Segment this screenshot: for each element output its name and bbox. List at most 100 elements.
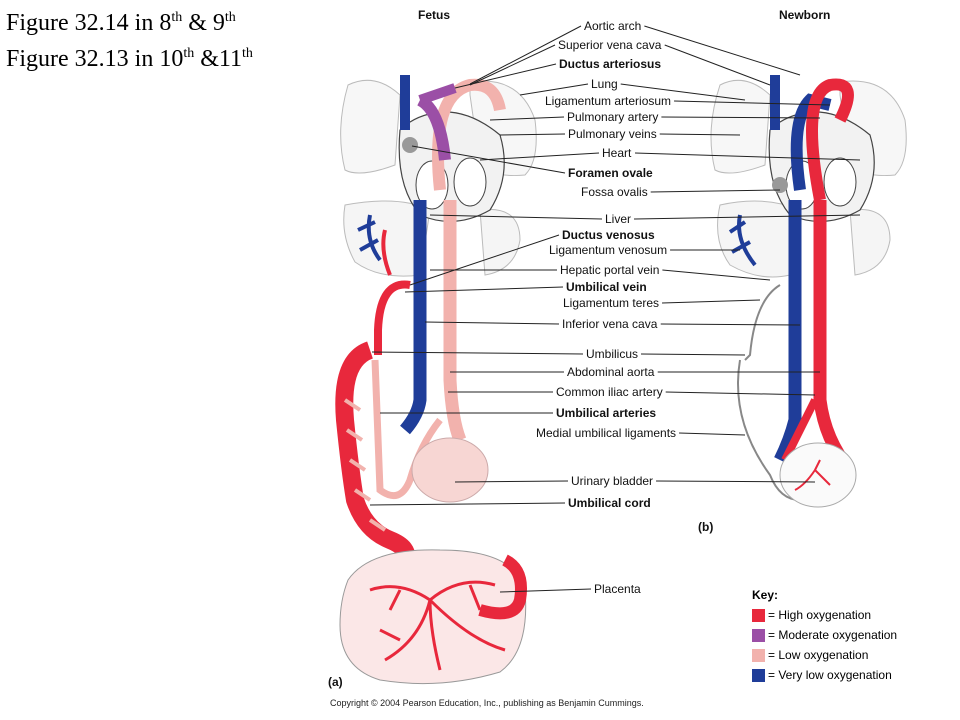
structure-labels: Aortic arch Superior vena cava Ductus ar…	[536, 19, 676, 596]
newborn-fossa-ovalis	[772, 177, 788, 193]
leader-line-newborn	[660, 323, 801, 326]
fetus-left-lung	[340, 79, 401, 174]
leader-line-fetus	[489, 116, 565, 121]
leader-line-fetus	[404, 286, 564, 293]
newborn-ivc	[774, 200, 802, 463]
label-inferior-vena-cava: Inferior vena cava	[562, 317, 658, 331]
leader-line-newborn	[656, 480, 816, 483]
placenta-cord-loop	[478, 554, 527, 620]
panel-label-b: (b)	[698, 520, 713, 534]
caption-line-2: Figure 32.13 in 10th &11th	[6, 46, 253, 73]
leader-line-newborn	[674, 100, 831, 106]
fetus-liver-right	[479, 208, 521, 276]
key-swatch-low	[752, 648, 765, 662]
newborn-descending-aorta	[813, 200, 856, 475]
newborn-medial-ligaments	[737, 359, 801, 501]
newborn-bladder	[779, 442, 857, 508]
label-medial-umbilical-ligaments: Medial umbilical ligaments	[536, 426, 676, 440]
newborn-left-lung	[710, 79, 771, 174]
key-label-moderate: = Moderate oxygenation	[768, 628, 898, 642]
fetus-ductus-arteriosus	[418, 83, 457, 105]
key-item: = High oxygenation	[752, 605, 897, 625]
key-title: Key:	[752, 588, 779, 602]
leader-line-fetus	[499, 133, 566, 136]
label-foramen-ovale: Foramen ovale	[568, 166, 653, 180]
fetus-bladder	[411, 437, 489, 503]
leader-line-newborn	[664, 44, 771, 86]
leader-line-newborn	[634, 214, 861, 220]
key-swatch-high	[752, 608, 765, 622]
leader-line-fetus	[479, 152, 600, 161]
placenta-vessels	[369, 580, 506, 671]
umbilical-cord-twist	[343, 398, 387, 532]
newborn-pulmonary-trunk	[790, 93, 832, 191]
leader-line-newborn	[650, 189, 781, 193]
color-key: Key: = High oxygenation = Moderate oxyge…	[752, 588, 897, 685]
leader-line-fetus	[454, 480, 569, 483]
caption-2-text: Figure 32.13 in 10	[6, 46, 184, 72]
label-superior-vena-cava: Superior vena cava	[558, 38, 662, 52]
leader-line-newborn	[662, 269, 771, 281]
label-ligamentum-teres: Ligamentum teres	[563, 296, 659, 310]
copyright-notice: Copyright © 2004 Pearson Education, Inc.…	[330, 698, 644, 708]
leader-line-fetus	[469, 44, 556, 86]
label-placenta: Placenta	[594, 582, 641, 596]
header-fetus: Fetus	[418, 8, 450, 22]
label-heart: Heart	[602, 146, 632, 160]
leader-line-fetus	[409, 234, 560, 286]
leader-line-newborn	[634, 152, 861, 161]
label-ductus-venosus: Ductus venosus	[562, 228, 655, 242]
label-umbilical-arteries: Umbilical arteries	[556, 406, 656, 420]
leader-line-fetus	[371, 351, 584, 355]
label-liver: Liver	[605, 212, 631, 226]
leader-line-newborn	[662, 299, 761, 304]
label-urinary-bladder: Urinary bladder	[571, 474, 653, 488]
caption-2-sup1: th	[183, 46, 195, 61]
leader-line-fetus	[424, 321, 560, 325]
label-hepatic-portal-vein: Hepatic portal vein	[560, 263, 659, 277]
label-common-iliac-artery: Common iliac artery	[556, 385, 663, 399]
key-label-very-low: = Very low oxygenation	[768, 668, 892, 682]
caption-1-mid: & 9	[182, 10, 225, 36]
header-newborn: Newborn	[779, 8, 830, 22]
label-pulmonary-artery: Pulmonary artery	[567, 110, 658, 124]
label-ligamentum-arteriosum: Ligamentum arteriosum	[545, 94, 671, 108]
label-fossa-ovalis: Fossa ovalis	[581, 185, 648, 199]
newborn-aortic-arch	[806, 78, 854, 202]
key-swatch-moderate	[752, 628, 765, 642]
fetus-umbilical-vein	[374, 280, 411, 355]
label-umbilical-vein: Umbilical vein	[566, 280, 647, 294]
leader-line-newborn	[665, 391, 816, 396]
label-ductus-arteriosus: Ductus arteriosus	[559, 57, 661, 71]
label-ligamentum-venosum: Ligamentum venosum	[549, 243, 667, 257]
key-item: = Very low oxygenation	[752, 665, 897, 685]
leader-line-fetus	[499, 588, 592, 593]
label-umbilicus: Umbilicus	[586, 347, 638, 361]
newborn-heart-chamber-right	[823, 157, 857, 207]
key-item: = Moderate oxygenation	[752, 625, 897, 645]
newborn-iliac-left	[781, 398, 819, 462]
key-label-high: = High oxygenation	[768, 608, 872, 622]
leader-line-fetus	[469, 25, 582, 85]
caption-2-sup2: th	[242, 46, 253, 61]
label-aortic-arch: Aortic arch	[584, 19, 641, 33]
leader-line-fetus	[454, 63, 557, 89]
key-item: = Low oxygenation	[752, 645, 897, 665]
key-label-low: = Low oxygenation	[768, 648, 869, 662]
caption-1-text: Figure 32.14 in 8	[6, 10, 172, 36]
leader-line-fetus	[519, 83, 589, 96]
fetus-heart-chamber-right	[453, 157, 487, 207]
umbilical-cord	[335, 341, 415, 564]
leader-line-newborn	[620, 83, 746, 101]
leader-line-newborn	[644, 25, 801, 76]
leader-line-fetus	[369, 502, 566, 506]
caption-1-sup1: th	[171, 10, 183, 25]
leader-line-newborn	[641, 353, 746, 356]
caption-1-sup2: th	[224, 10, 236, 25]
fetus-umbilical-arteries	[371, 359, 443, 500]
key-swatch-very-low	[752, 668, 765, 682]
caption-2-mid: &11	[194, 46, 242, 72]
newborn-liver-right	[849, 208, 891, 276]
label-abdominal-aorta: Abdominal aorta	[567, 365, 655, 379]
